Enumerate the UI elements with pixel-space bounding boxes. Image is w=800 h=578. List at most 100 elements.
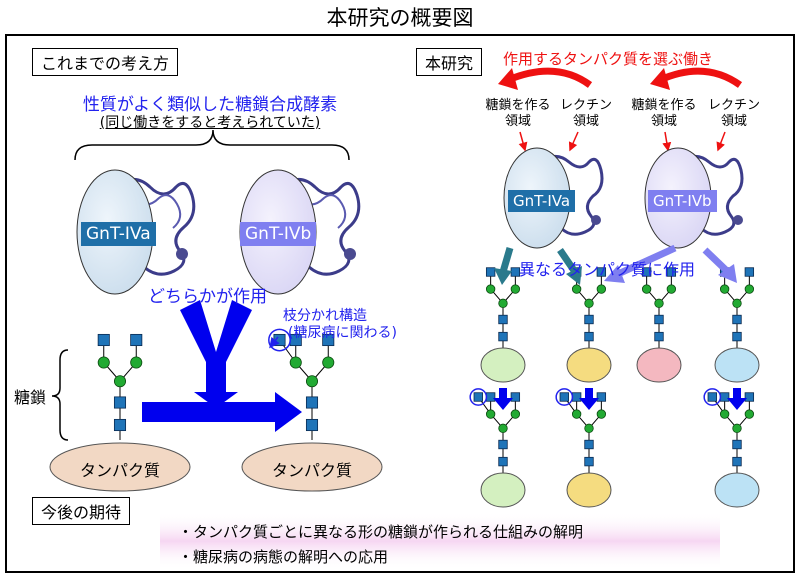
sugar-chain-brace	[51, 349, 69, 441]
glcnac-square	[584, 439, 594, 450]
expectations-header: 今後の期待	[32, 497, 131, 525]
mannose-circle	[113, 375, 127, 388]
domain-lectin-a: レクチン領域	[559, 98, 612, 129]
sugar-chain-label: 糖鎖	[14, 388, 47, 407]
glcnac-square	[305, 418, 319, 432]
mannose-circle	[289, 356, 302, 369]
mannose-circle	[666, 284, 677, 294]
glcnac-square	[305, 396, 319, 409]
glcnac-square	[510, 392, 521, 402]
glcnac-square	[596, 392, 607, 402]
branch-structure-label: 枝分かれ構造	[283, 308, 367, 324]
selection-label: 作用するタンパク質を選ぶ働き	[503, 50, 714, 68]
mannose-circle	[744, 409, 755, 419]
domain-sugar-b: 糖鎖を作る領域	[631, 98, 697, 129]
mannose-circle	[498, 298, 508, 309]
glcnac-square	[498, 456, 508, 467]
enzymes-title: 性質がよく類似した糖鎖合成酵素	[82, 95, 338, 115]
glcnac-square	[113, 418, 127, 432]
expectation-item-1: ・タンパク質ごとに異なる形の糖鎖が作られる仕組みの解明	[178, 523, 584, 541]
gnt-iva-label-left: GnT-IVa	[81, 222, 156, 246]
reaction-arrows	[493, 388, 747, 410]
selective-action-arrows	[494, 244, 737, 285]
mannose-circle	[732, 423, 742, 434]
mannose-circle	[97, 356, 110, 369]
branch-structure-note: (糖尿病に関わる)	[288, 325, 397, 341]
synthesis-arrow	[142, 392, 302, 432]
glcnac-square	[732, 456, 742, 467]
page-title: 本研究の概要図	[326, 6, 474, 30]
selection-arrow-b	[658, 67, 743, 88]
mannose-circle	[596, 284, 607, 294]
enzymes-note: (同じ働きをすると考えられていた)	[99, 115, 321, 131]
glcnac-square	[732, 439, 742, 450]
glcnac-square	[584, 456, 594, 467]
glcnac-square	[732, 314, 742, 325]
mannose-circle	[485, 409, 496, 419]
mannose-circle	[744, 284, 755, 294]
mannose-circle	[719, 409, 730, 419]
mannose-circle	[719, 284, 730, 294]
expectation-item-2: ・糖尿病の病態の解明への応用	[178, 548, 389, 566]
domain-sugar-a: 糖鎖を作る領域	[485, 98, 551, 129]
gnt-iva-label-right: GnT-IVa	[508, 190, 576, 212]
grouping-brace	[74, 129, 350, 161]
selection-arrow-a	[506, 67, 593, 88]
branch-pointer-arrow	[269, 336, 280, 349]
mannose-circle	[571, 284, 582, 294]
glcnac-square	[744, 267, 755, 277]
mannose-circle	[641, 284, 652, 294]
glcnac-square	[584, 331, 594, 342]
mannose-circle	[571, 409, 582, 419]
glcnac-square	[113, 396, 127, 409]
glcnac-square	[654, 314, 664, 325]
mannose-circle	[485, 284, 496, 294]
glcnac-square	[498, 331, 508, 342]
domain-lectin-b: レクチン領域	[707, 98, 760, 129]
glcnac-square	[596, 267, 607, 277]
glcnac-square	[707, 392, 717, 402]
glcnac-square	[744, 392, 755, 402]
glcnac-square	[97, 333, 110, 347]
mannose-circle	[732, 298, 742, 309]
protein-label-left: タンパク質	[79, 461, 160, 480]
this-study-header: 本研究	[416, 48, 483, 76]
glcnac-square	[473, 392, 483, 402]
mannose-circle	[498, 423, 508, 434]
glcnac-square	[654, 331, 664, 342]
mannose-circle	[510, 409, 521, 419]
glcnac-square	[666, 267, 677, 277]
mannose-circle	[510, 284, 521, 294]
mannose-circle	[305, 375, 319, 388]
mannose-circle	[596, 409, 607, 419]
glcnac-square	[559, 392, 569, 402]
glcnac-square	[322, 333, 335, 347]
expectations-band	[160, 512, 720, 570]
gnt-ivb-label-left: GnT-IVb	[240, 222, 317, 246]
mannose-circle	[584, 423, 594, 434]
either-acts-label: どちらかが作用	[148, 287, 267, 307]
glcnac-square	[130, 333, 143, 347]
different-proteins-label: 異なるタンパク質に作用	[519, 260, 696, 279]
mannose-circle	[322, 356, 335, 369]
glycan-structures	[97, 267, 755, 473]
glcnac-square	[584, 314, 594, 325]
previous-view-header: これまでの考え方	[32, 48, 179, 76]
glcnac-square	[498, 314, 508, 325]
protein-label-right: タンパク質	[271, 461, 352, 480]
protein-ellipse-left	[49, 442, 191, 492]
glcnac-square	[641, 267, 652, 277]
gnt-ivb-label-right: GnT-IVb	[648, 190, 717, 212]
glcnac-square	[498, 439, 508, 450]
glcnac-square	[485, 267, 496, 277]
glcnac-square	[485, 392, 496, 402]
mannose-circle	[584, 298, 594, 309]
protein-ellipse-right	[241, 442, 383, 492]
content-frame	[5, 34, 795, 573]
convergence-arrow	[180, 300, 252, 408]
glcnac-square	[719, 392, 730, 402]
glcnac-square	[732, 331, 742, 342]
mannose-circle	[130, 356, 143, 369]
mannose-circle	[654, 298, 664, 309]
